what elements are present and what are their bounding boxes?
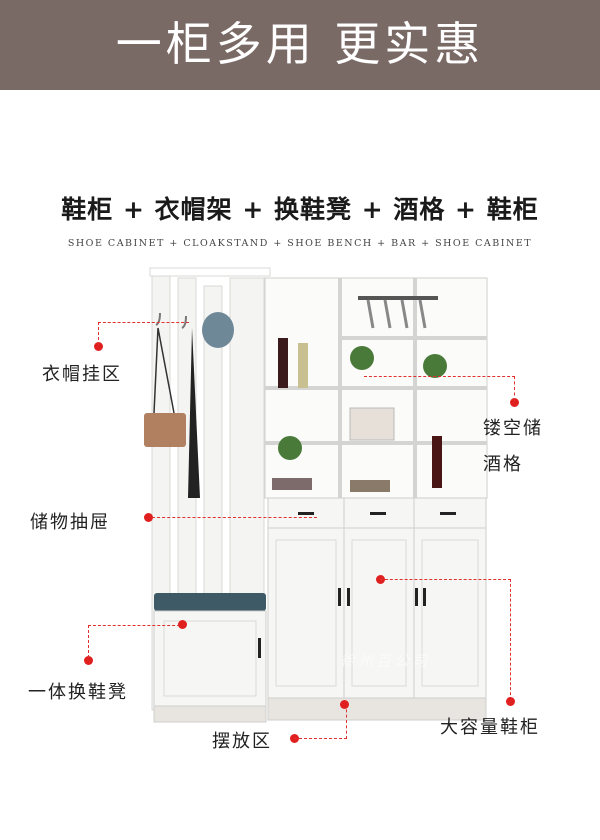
- label-coat-area: 衣帽挂区: [42, 364, 122, 385]
- subline: SHOE CABINET + CLOAKSTAND + SHOE BENCH +…: [67, 238, 533, 249]
- hollow-wine-line: [364, 376, 515, 401]
- label-hollow-wine-1: 镂空储: [483, 418, 543, 439]
- coat-area-line: [98, 322, 189, 345]
- umbrella: [188, 328, 200, 498]
- top-banner: 一柜多用 更实惠: [0, 0, 600, 90]
- shoe-cabinet: [267, 527, 487, 721]
- hat: [202, 312, 234, 348]
- label-shoe-cabinet: 大容量鞋柜: [440, 717, 540, 738]
- coat-area-dot: [94, 342, 103, 351]
- label-drawer: 储物抽屉: [30, 512, 110, 533]
- display-line: [294, 704, 347, 739]
- banner-title: 一柜多用 更实惠: [115, 17, 485, 71]
- drawers: [267, 497, 487, 529]
- display-anchor-dot: [340, 700, 349, 709]
- shoe-bench: [153, 593, 267, 723]
- handbag: [144, 327, 186, 447]
- headline: 鞋柜 + 衣帽架 + 换鞋凳 + 酒格 + 鞋柜: [61, 195, 539, 224]
- bench-anchor-dot: [178, 620, 187, 629]
- bench-line: [88, 625, 185, 658]
- drawer-dot: [144, 513, 153, 522]
- wine-shelf: [264, 277, 488, 499]
- drawer-line: [152, 517, 317, 518]
- label-display: 摆放区: [212, 731, 272, 752]
- cabinet-illustration: [144, 267, 488, 723]
- shoe-cabinet-anchor-dot: [506, 697, 515, 706]
- hollow-wine-dot: [510, 398, 519, 407]
- label-bench: 一体换鞋凳: [28, 682, 128, 703]
- watermark: 徐州百公司: [340, 652, 431, 670]
- bench-dot: [84, 656, 93, 665]
- label-hollow-wine-2: 酒格: [483, 454, 523, 475]
- shoe-cabinet-line: [380, 579, 511, 700]
